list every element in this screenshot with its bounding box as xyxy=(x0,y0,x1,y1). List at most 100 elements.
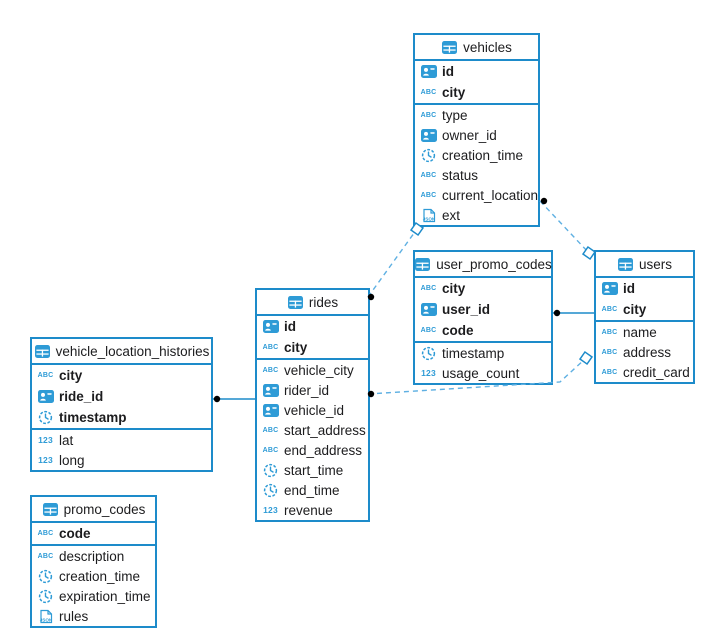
text-icon: ABC xyxy=(262,426,279,434)
text-icon: ABC xyxy=(601,368,618,376)
cardinality-diamond xyxy=(578,350,594,366)
column-label: credit_card xyxy=(623,364,690,380)
column-label: vehicle_city xyxy=(284,362,354,378)
table-header-rides[interactable]: rides xyxy=(257,290,368,316)
column-rides-vehicle_id[interactable]: vehicle_id xyxy=(257,400,368,420)
column-label: timestamp xyxy=(442,345,505,361)
column-vehicle_location_histories-timestamp[interactable]: timestamp xyxy=(32,407,211,428)
cardinality-dot xyxy=(540,197,548,205)
text-icon: ABC xyxy=(601,348,618,356)
column-users-id[interactable]: id xyxy=(596,278,693,299)
column-label: lat xyxy=(59,432,74,448)
column-label: id xyxy=(623,281,635,296)
table-header-vehicles[interactable]: vehicles xyxy=(415,35,538,61)
column-promo_codes-creation_time[interactable]: creation_time xyxy=(32,566,155,586)
column-label: city xyxy=(59,368,83,383)
table-header-user_promo_codes[interactable]: user_promo_codes xyxy=(415,252,552,278)
column-vehicle_location_histories-ride_id[interactable]: ride_id xyxy=(32,386,211,407)
column-label: start_address xyxy=(284,422,366,438)
table-header-promo_codes[interactable]: promo_codes xyxy=(32,497,155,523)
column-rides-end_time[interactable]: end_time xyxy=(257,480,368,500)
relationship-line xyxy=(539,200,590,254)
text-icon: ABC xyxy=(601,306,618,313)
column-label: name xyxy=(623,324,657,340)
text-icon: ABC xyxy=(420,171,437,179)
column-users-name[interactable]: ABC name xyxy=(596,322,693,342)
uuid-icon xyxy=(262,320,279,333)
table-title: vehicles xyxy=(463,39,512,55)
column-users-address[interactable]: ABC address xyxy=(596,342,693,362)
svg-text:JSON: JSON xyxy=(39,617,52,622)
column-vehicles-creation_time[interactable]: creation_time xyxy=(415,145,538,165)
column-label: revenue xyxy=(284,502,333,518)
time-icon xyxy=(262,483,279,498)
column-label: creation_time xyxy=(442,147,524,163)
relationship-user-promo-codes-to-users[interactable] xyxy=(553,309,594,317)
table-header-vehicle_location_histories[interactable]: vehicle_location_histories xyxy=(32,339,211,365)
column-rides-revenue[interactable]: 123 revenue xyxy=(257,500,368,520)
column-label: timestamp xyxy=(59,410,127,425)
column-vehicles-id[interactable]: id xyxy=(415,61,538,82)
column-vehicles-owner_id[interactable]: owner_id xyxy=(415,125,538,145)
table-title: promo_codes xyxy=(63,501,146,517)
column-users-credit_card[interactable]: ABC credit_card xyxy=(596,362,693,382)
text-icon: ABC xyxy=(262,446,279,454)
column-user_promo_codes-user_id[interactable]: user_id xyxy=(415,299,551,320)
column-label: city xyxy=(623,302,647,317)
column-rides-rider_id[interactable]: rider_id xyxy=(257,380,368,400)
column-users-city[interactable]: ABC city xyxy=(596,299,693,320)
number-icon: 123 xyxy=(263,505,278,515)
column-user_promo_codes-timestamp[interactable]: timestamp xyxy=(415,343,551,363)
text-icon: ABC xyxy=(420,285,437,292)
column-label: id xyxy=(284,319,296,334)
column-label: rider_id xyxy=(284,382,330,398)
relationship-vehicle-location-histories-to-rides[interactable] xyxy=(213,395,257,403)
cardinality-dot xyxy=(553,309,561,317)
column-rides-start_address[interactable]: ABC start_address xyxy=(257,420,368,440)
column-label: owner_id xyxy=(442,127,497,143)
table-header-users[interactable]: users xyxy=(596,252,693,278)
column-label: ride_id xyxy=(59,389,104,404)
uuid-icon xyxy=(262,403,279,417)
number-icon: 123 xyxy=(38,455,53,465)
column-vehicle_location_histories-city[interactable]: ABC city xyxy=(32,365,211,386)
column-label: long xyxy=(59,452,85,468)
column-rides-id[interactable]: id xyxy=(257,316,368,337)
column-label: address xyxy=(623,344,672,360)
text-icon: ABC xyxy=(601,328,618,336)
uuid-icon xyxy=(420,128,437,142)
column-label: end_time xyxy=(284,482,340,498)
column-label: city xyxy=(284,340,308,355)
text-icon: ABC xyxy=(37,372,54,379)
column-promo_codes-expiration_time[interactable]: expiration_time xyxy=(32,586,155,606)
column-rides-start_time[interactable]: start_time xyxy=(257,460,368,480)
uuid-icon xyxy=(601,282,618,295)
column-vehicle_location_histories-long[interactable]: 123 long xyxy=(32,450,211,470)
column-label: user_id xyxy=(442,302,491,317)
